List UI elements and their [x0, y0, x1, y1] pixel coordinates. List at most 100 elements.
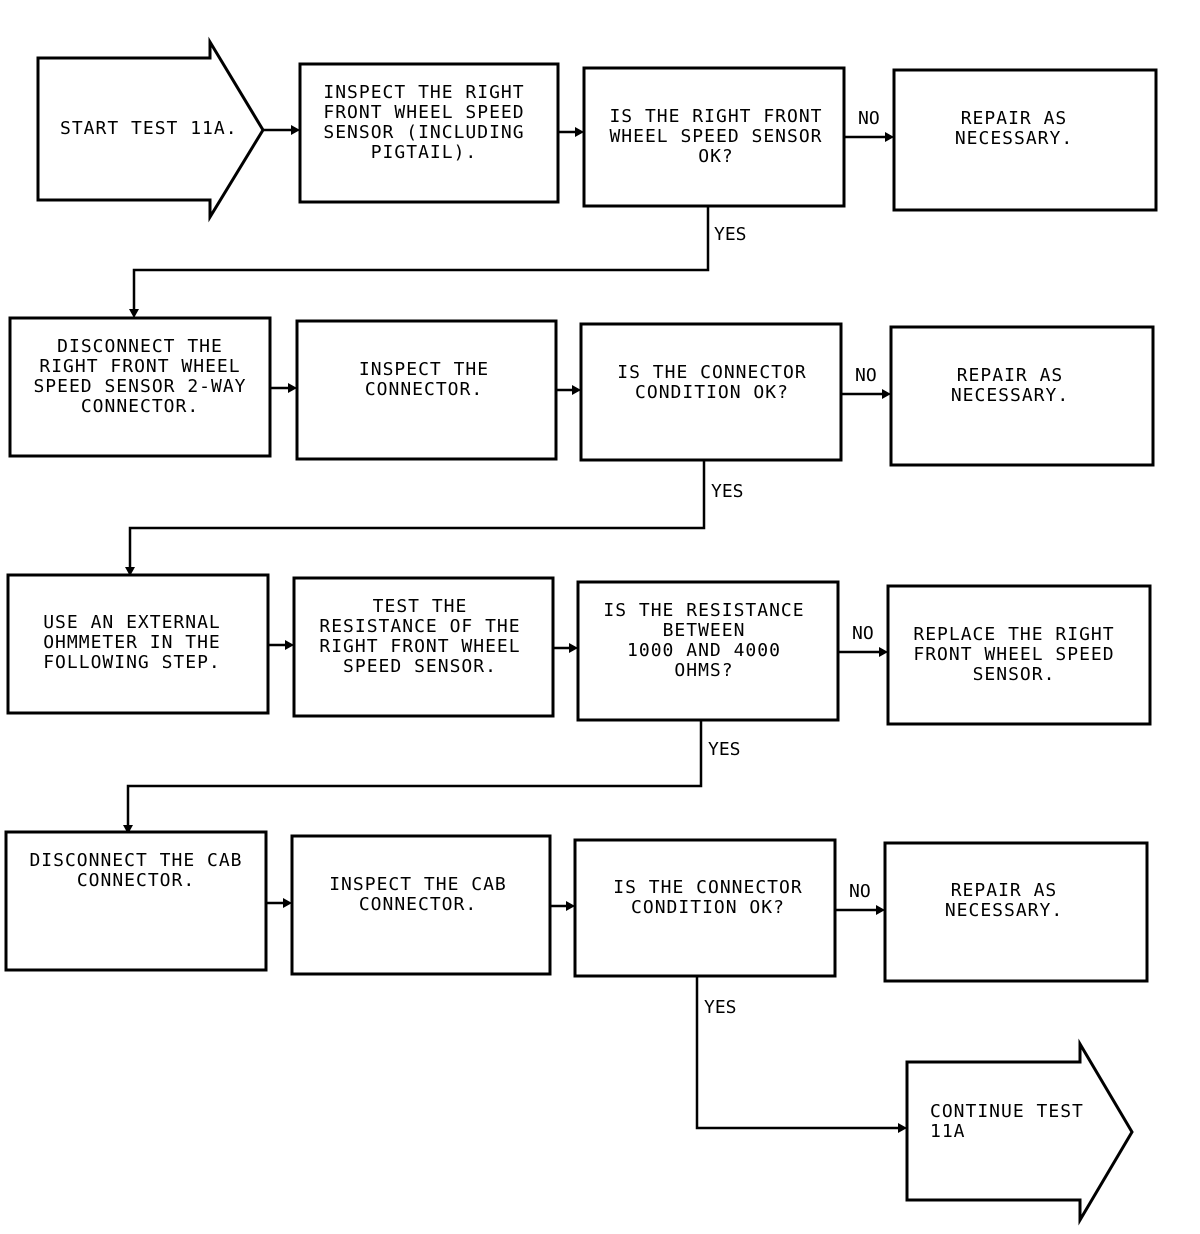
repair-box-1: [892, 68, 1158, 212]
node-text-line: WHEEL SPEED SENSOR: [609, 126, 822, 147]
arrowhead: [125, 567, 135, 576]
inspect-connector-box: [295, 319, 558, 461]
start-arrow-shape: [36, 36, 265, 223]
node-text-line: BETWEEN: [663, 620, 746, 641]
use-ohmmeter-box: [6, 573, 270, 715]
continue-arrow-shape: [905, 1038, 1134, 1226]
test-resistance-box: [292, 576, 555, 718]
node-text-line: CONDITION OK?: [631, 897, 785, 918]
connector-yes-4: [695, 976, 899, 1130]
node-text-line: INSPECT THE CAB: [329, 874, 507, 895]
node-text-line: DISCONNECT THE CAB: [29, 850, 242, 871]
start-node-text: START TEST 11A.: [60, 118, 238, 139]
node-text-line: NECESSARY.: [951, 385, 1069, 406]
node-text-line: CONNECTOR.: [365, 379, 483, 400]
node-text-line: SPEED SENSOR.: [343, 656, 497, 677]
inspect-sensor-box: [298, 62, 560, 204]
no-label-3: NO: [852, 623, 874, 644]
disconnect-cab-box: [4, 830, 268, 972]
no-label-2: NO: [855, 365, 877, 386]
arrowhead: [566, 901, 575, 911]
q-sensor-ok-box: [582, 66, 846, 208]
node-text-line: CONDITION OK?: [635, 382, 789, 403]
arrowhead: [879, 647, 888, 657]
connector-yes-1: [132, 206, 710, 310]
node-text-line: OHMS?: [674, 660, 733, 681]
node-text-line: OK?: [698, 146, 734, 167]
node-text-line: IS THE RIGHT FRONT: [609, 106, 822, 127]
arrowhead: [285, 640, 294, 650]
node-text-line: SENSOR (INCLUDING: [323, 122, 524, 143]
arrowhead: [283, 898, 292, 908]
q-connector-ok-2-box: [573, 838, 837, 978]
arrowhead: [882, 389, 891, 399]
node-text-line: RIGHT FRONT WHEEL: [39, 356, 240, 377]
node-text-line: NECESSARY.: [945, 900, 1063, 921]
node-text-line: IS THE CONNECTOR: [613, 877, 802, 898]
replace-sensor-box: [886, 584, 1152, 726]
arrowhead: [123, 825, 133, 834]
node-text-line: FOLLOWING STEP.: [43, 652, 221, 673]
node-text-line: INSPECT THE: [359, 359, 489, 380]
node-text-line: FRONT WHEEL SPEED: [913, 644, 1114, 665]
node-text-line: IS THE RESISTANCE: [603, 600, 804, 621]
arrowhead: [129, 309, 139, 318]
node-text-line: REPAIR AS: [961, 108, 1068, 129]
node-text-line: RIGHT FRONT WHEEL: [319, 636, 520, 657]
node-text-line: REPLACE THE RIGHT: [913, 624, 1114, 645]
node-text-line: REPAIR AS: [957, 365, 1064, 386]
no-label-4: NO: [849, 881, 871, 902]
arrowhead: [569, 643, 578, 653]
repair-box-3: [883, 841, 1149, 983]
node-text-line: 1000 AND 4000: [627, 640, 781, 661]
node-text-line: 11A: [930, 1121, 966, 1142]
arrowhead: [898, 1123, 907, 1133]
node-text-line: REPAIR AS: [951, 880, 1058, 901]
connector-yes-2: [128, 460, 706, 568]
connector-yes-3: [126, 720, 703, 826]
arrowhead: [288, 383, 297, 393]
arrowhead: [575, 127, 584, 137]
node-text-line: SPEED SENSOR 2-WAY: [33, 376, 246, 397]
no-label-1: NO: [858, 108, 880, 129]
node-text-line: NECESSARY.: [955, 128, 1073, 149]
node-text-line: RESISTANCE OF THE: [319, 616, 520, 637]
node-text-line: OHMMETER IN THE: [43, 632, 221, 653]
arrowhead: [572, 385, 581, 395]
yes-label-1: YES: [714, 224, 747, 245]
node-text-line: TEST THE: [373, 596, 468, 617]
arrowhead: [876, 905, 885, 915]
yes-label-3: YES: [708, 739, 741, 760]
node-text-line: IS THE CONNECTOR: [617, 362, 806, 383]
node-text-line: CONNECTOR.: [359, 894, 477, 915]
node-text-line: START TEST 11A.: [60, 118, 238, 139]
node-text-line: SENSOR.: [973, 664, 1056, 685]
yes-label-4: YES: [704, 997, 737, 1018]
node-text-line: DISCONNECT THE: [57, 336, 223, 357]
node-text-line: FRONT WHEEL SPEED: [323, 102, 524, 123]
yes-label-2: YES: [711, 481, 744, 502]
arrowhead: [291, 125, 300, 135]
node-text-line: CONNECTOR.: [77, 870, 195, 891]
node-text-line: CONNECTOR.: [81, 396, 199, 417]
repair-box-2: [889, 325, 1155, 467]
arrowhead: [885, 132, 894, 142]
node-text-line: PIGTAIL).: [371, 142, 478, 163]
